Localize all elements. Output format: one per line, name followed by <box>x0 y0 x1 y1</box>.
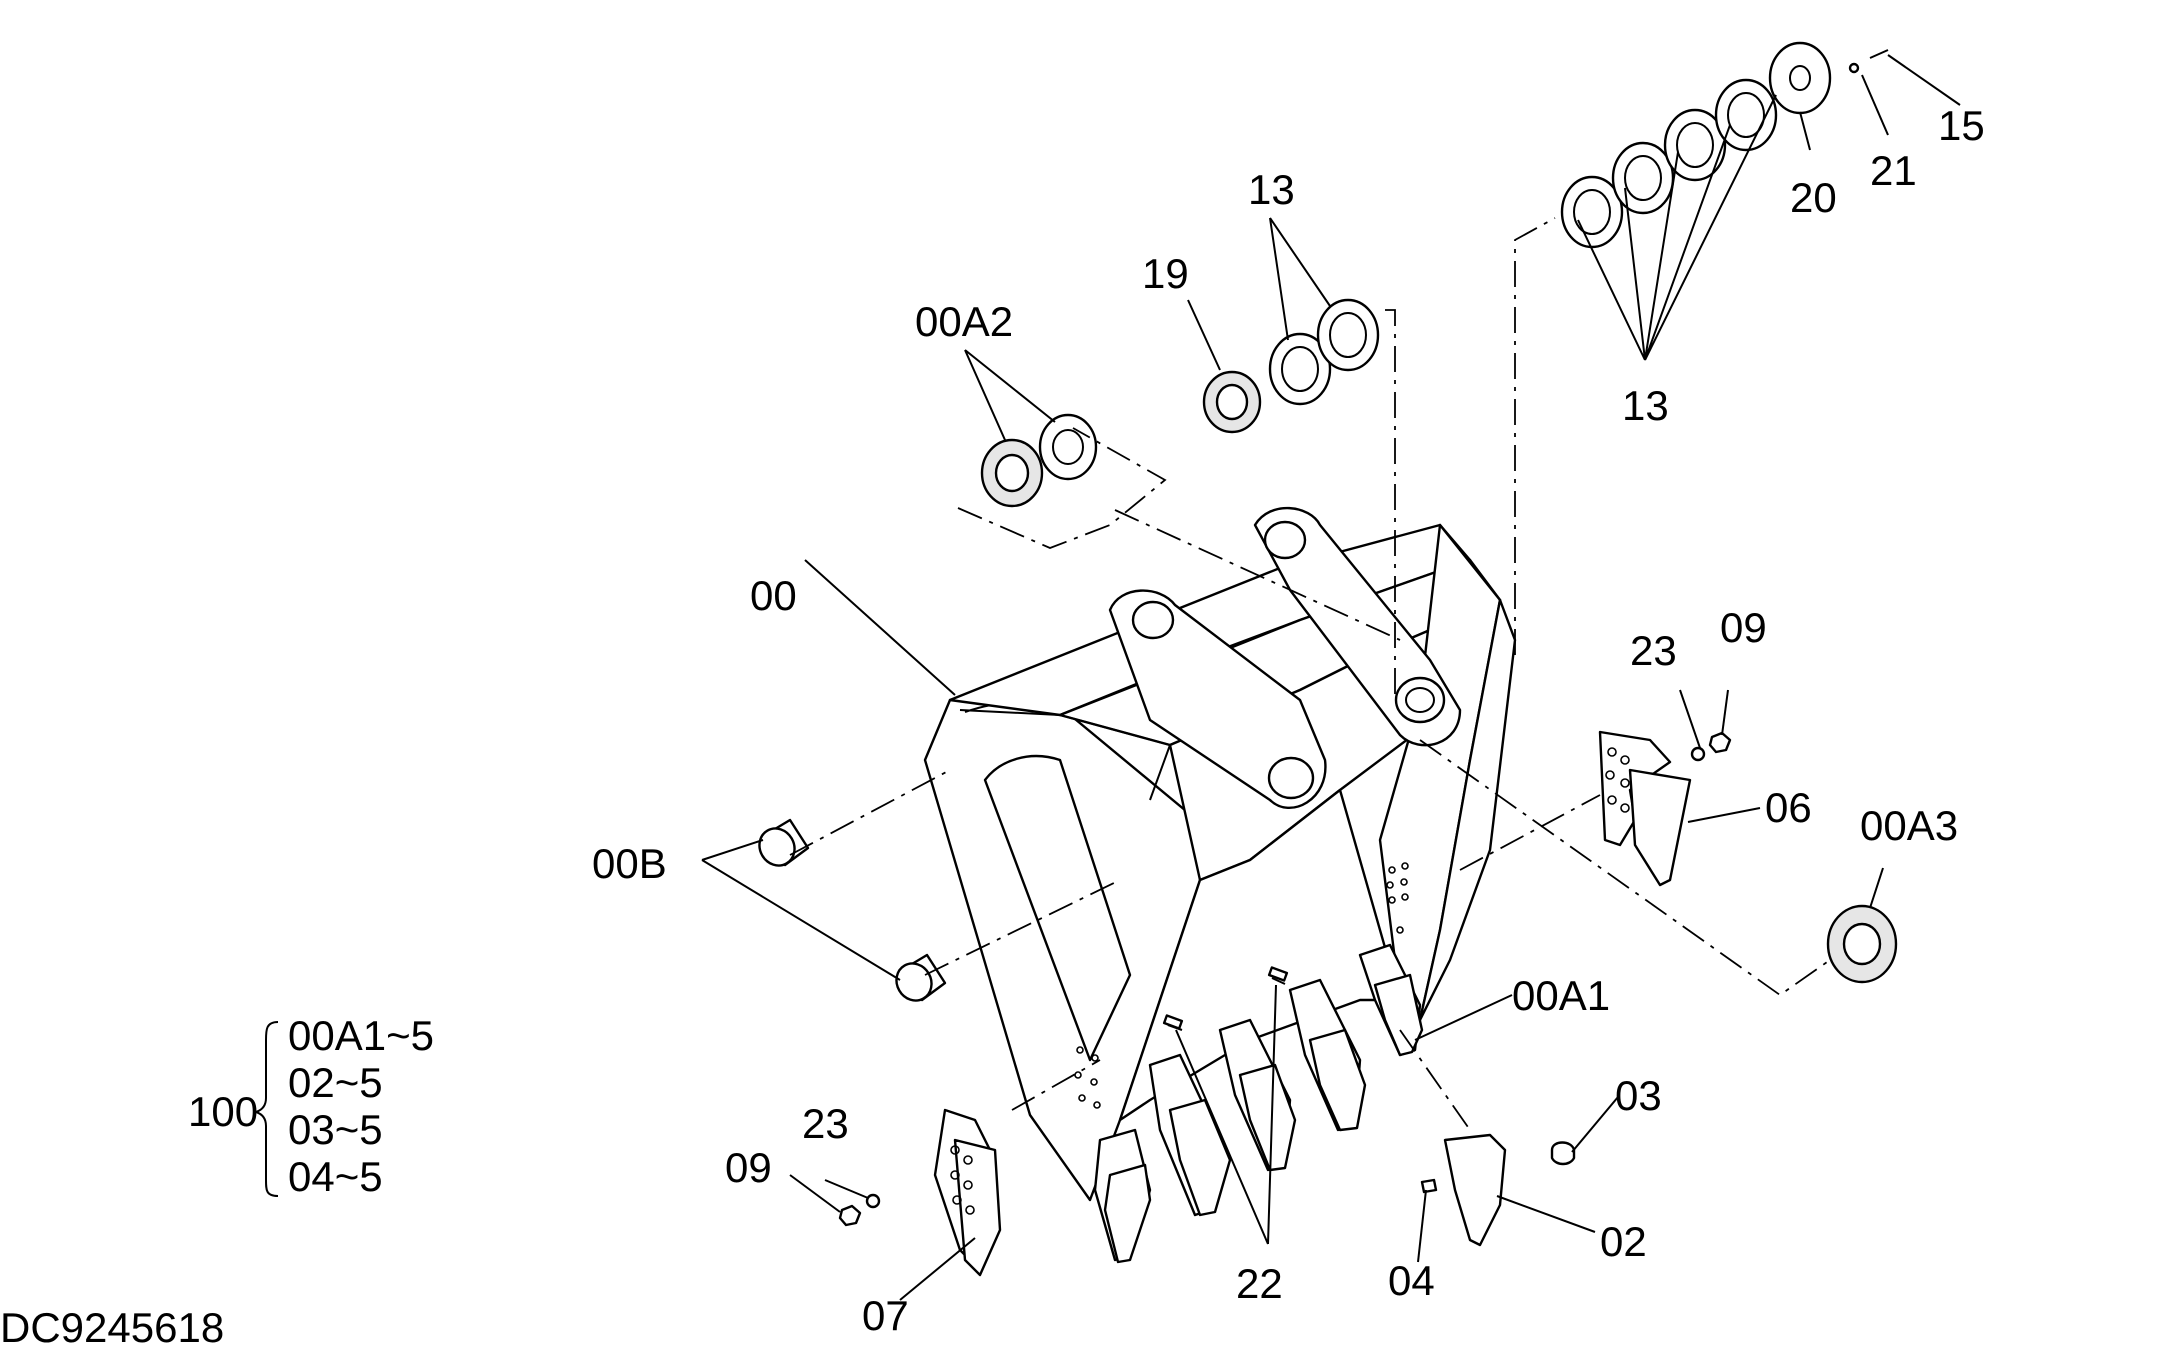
bucket-body <box>923 506 1517 1202</box>
kit-item: 02~5 <box>288 1059 383 1106</box>
label-07: 07 <box>862 1292 909 1339</box>
side-cutter-right <box>1598 730 1692 887</box>
label-22: 22 <box>1236 1260 1283 1307</box>
label-00A1: 00A1 <box>1512 972 1610 1019</box>
tooth-row <box>1093 943 1424 1264</box>
bolts-and-nuts <box>838 731 1732 1247</box>
label-23-left: 23 <box>802 1100 849 1147</box>
label-09-right: 09 <box>1720 604 1767 651</box>
label-13-top: 13 <box>1248 166 1295 213</box>
leader-lines <box>701 54 1961 1301</box>
label-02: 02 <box>1600 1218 1647 1265</box>
kit-item: 00A1~5 <box>288 1012 434 1059</box>
shims <box>1268 41 1889 406</box>
label-20: 20 <box>1790 174 1837 221</box>
kit-item: 04~5 <box>288 1153 383 1200</box>
label-04: 04 <box>1388 1257 1435 1304</box>
seal-rings <box>980 370 1898 984</box>
boss-bushings <box>758 818 947 1002</box>
label-21: 21 <box>1870 147 1917 194</box>
label-03: 03 <box>1615 1072 1662 1119</box>
label-00B: 00B <box>592 840 667 887</box>
callout-labels: 00 00B 00A2 19 13 13 20 21 15 23 09 06 0… <box>592 102 1985 1339</box>
kit-legend: 100 00A1~5 02~5 03~5 04~5 <box>188 1012 434 1200</box>
label-13-right: 13 <box>1622 382 1669 429</box>
label-23-right: 23 <box>1630 627 1677 674</box>
label-00: 00 <box>750 572 797 619</box>
center-lines <box>789 217 1831 1131</box>
label-09-left: 09 <box>725 1144 772 1191</box>
drawing-id: DC9245618 <box>0 1304 224 1351</box>
side-cutter-left <box>933 1108 1002 1277</box>
label-19: 19 <box>1142 250 1189 297</box>
label-00A2: 00A2 <box>915 298 1013 345</box>
kit-brace <box>252 1021 279 1197</box>
side-plate-holes <box>1074 862 1409 1109</box>
kit-item: 03~5 <box>288 1106 383 1153</box>
label-15: 15 <box>1938 102 1985 149</box>
kit-number: 100 <box>188 1088 258 1135</box>
label-00A3: 00A3 <box>1860 802 1958 849</box>
label-06: 06 <box>1765 784 1812 831</box>
